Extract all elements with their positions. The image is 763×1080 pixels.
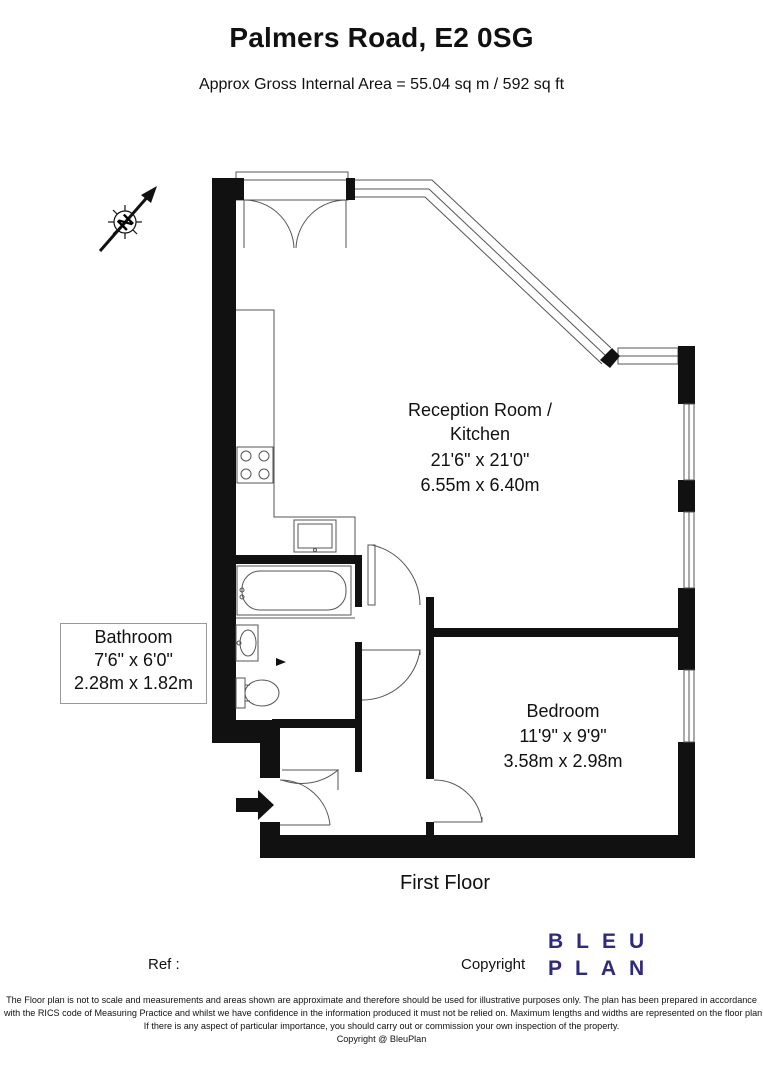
bathroom-metric: 2.28m x 1.82m (73, 673, 194, 693)
balcony-door (235, 171, 349, 249)
reception-name-2: Kitchen (450, 424, 510, 444)
logo-line-1: BLEU (548, 930, 658, 953)
doors (279, 544, 483, 826)
disclaimer-line-1: The Floor plan is not to scale and measu… (6, 995, 757, 1005)
door-arrow-small (276, 658, 286, 666)
entrance-arrow-icon (236, 790, 274, 820)
bleuplan-logo: BLEU PLAN (548, 928, 657, 982)
angled-window (355, 179, 679, 365)
window-mullion (600, 348, 620, 368)
reception-metric: 6.55m x 6.40m (420, 475, 539, 495)
basin (235, 624, 259, 662)
disclaimer-line-3: If there is any aspect of particular imp… (143, 1021, 620, 1031)
bathroom-label-box: Bathroom 7'6" x 6'0" 2.28m x 1.82m (60, 623, 207, 704)
copyright-label: Copyright (461, 956, 526, 973)
bathroom-name: Bathroom (94, 627, 173, 647)
toilet (235, 677, 280, 709)
exterior-walls (212, 178, 695, 858)
bedroom-metric: 3.58m x 2.98m (503, 751, 622, 771)
bathtub (236, 565, 355, 619)
bathroom-imperial: 7'6" x 6'0" (94, 650, 173, 670)
interior-walls (236, 555, 678, 835)
compass-icon: N (98, 186, 157, 252)
reception-name-1: Reception Room / (408, 400, 552, 420)
ref-label: Ref : (148, 956, 180, 973)
bedroom-imperial: 11'9" x 9'9" (519, 726, 606, 746)
kitchen-counter (236, 309, 356, 555)
right-windows (683, 403, 695, 743)
gross-area: Approx Gross Internal Area = 55.04 sq m … (198, 76, 565, 93)
reception-imperial: 21'6" x 21'0" (431, 450, 530, 470)
logo-line-2: PLAN (548, 957, 658, 980)
plan-title: Palmers Road, E2 0SG (229, 22, 534, 53)
disclaimer: The Floor plan is not to scale and measu… (4, 994, 763, 1046)
bedroom-name: Bedroom (526, 701, 599, 721)
disclaimer-line-2: with the RICS code of Measuring Practice… (4, 1008, 763, 1018)
floor-label: First Floor (400, 872, 490, 894)
disclaimer-line-4: Copyright @ BleuPlan (336, 1034, 427, 1044)
